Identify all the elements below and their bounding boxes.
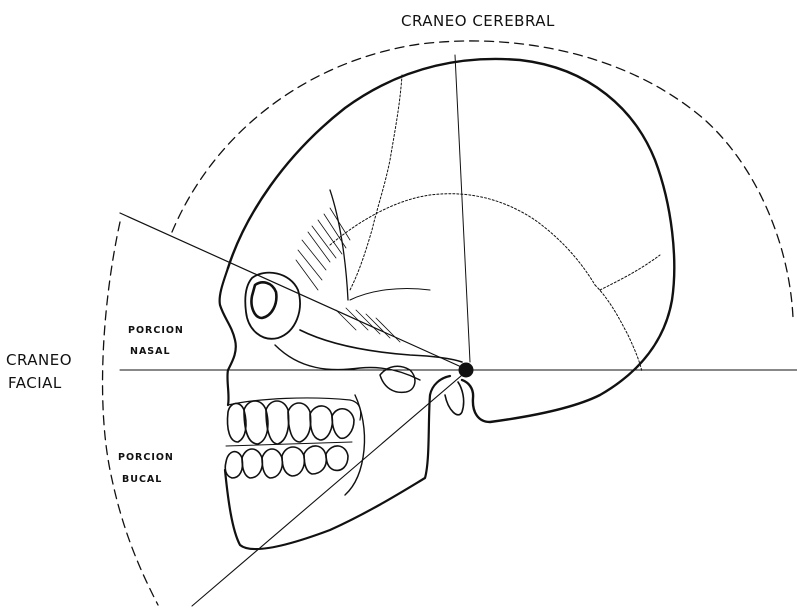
temporal-hatching [296, 208, 400, 342]
label-porcion-nasal-line2: NASAL [130, 346, 171, 357]
temporal-line [330, 190, 348, 300]
lower-teeth [225, 446, 348, 478]
lower-oblique-line [192, 370, 468, 606]
sphenoid-line [350, 288, 430, 300]
facial-dashed-arc [103, 222, 158, 605]
label-craneo-cerebral: CRANEO CEREBRAL [401, 12, 555, 30]
label-craneo-facial-line1: CRANEO [6, 351, 72, 369]
zygomatic-arch [300, 330, 462, 362]
lambdoid-upper [600, 255, 660, 290]
face-profile [220, 268, 236, 405]
label-craneo-facial-line2: FACIAL [8, 374, 62, 392]
label-porcion-nasal-line1: PORCION [128, 325, 184, 336]
coronal-suture [350, 75, 402, 290]
upper-teeth [227, 401, 354, 444]
vertical-reference-line [455, 55, 470, 362]
lambdoid-suture [595, 285, 642, 372]
orbit-outline [245, 273, 300, 339]
label-porcion-bucal-line2: BUCAL [122, 474, 162, 485]
zygomatic-lower [275, 345, 420, 380]
upper-oblique-line [120, 213, 468, 370]
cerebral-dashed-arc [172, 41, 793, 318]
bite-line [226, 442, 352, 446]
ear-canal [459, 363, 473, 377]
cranial-vault-outline [228, 59, 674, 422]
label-porcion-bucal-line1: PORCION [118, 452, 174, 463]
orbit-inner [251, 282, 276, 318]
